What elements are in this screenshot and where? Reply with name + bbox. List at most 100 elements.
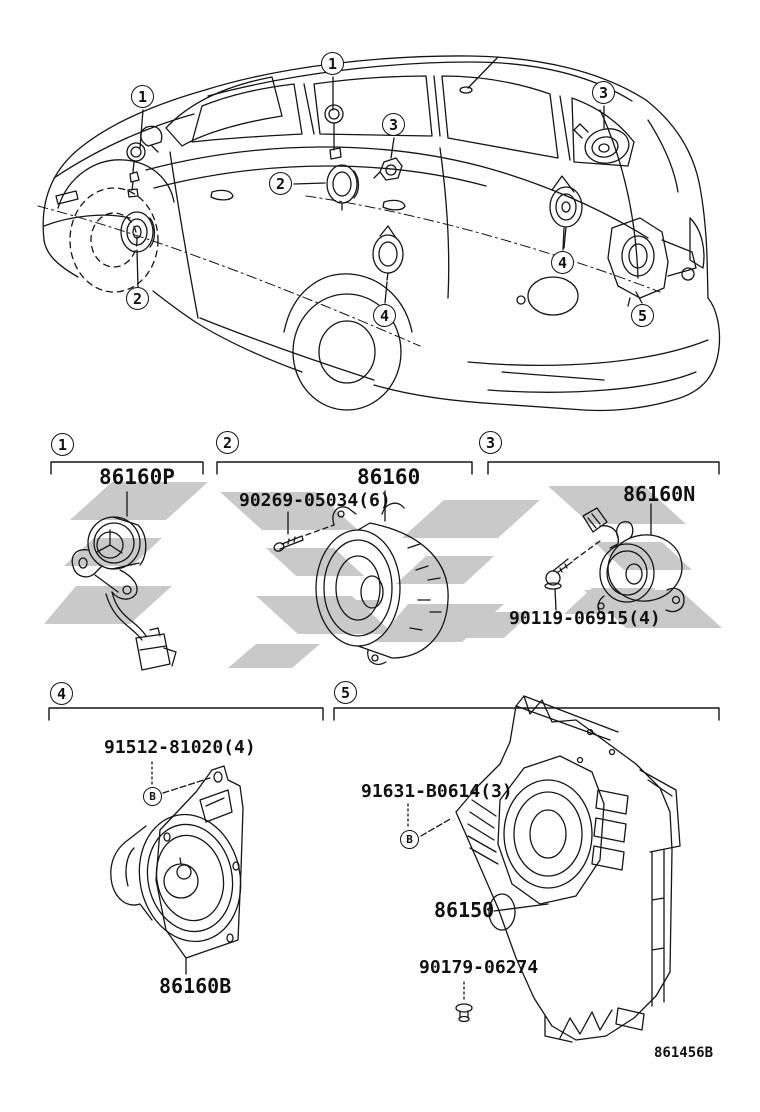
- car-front-window: [191, 83, 303, 143]
- car-license-garnish: [527, 276, 579, 316]
- car-door-handle: [210, 189, 234, 201]
- part-number-86160b: 86160B: [159, 974, 232, 998]
- rear-wheel: [283, 273, 413, 411]
- car-beltline: [153, 165, 487, 189]
- car-rear-bumper: [583, 297, 721, 412]
- car-c-pillar: [433, 75, 441, 137]
- speaker-bezel: [497, 755, 605, 905]
- assembly-dash-line: [305, 524, 335, 536]
- car-b-pillar: [303, 83, 315, 135]
- car-rear-window: [441, 75, 559, 159]
- top-strap: [515, 695, 619, 741]
- quarter-box-assembly-glyph: [607, 217, 697, 307]
- part-number-91631-b0614: 91631-B0614(3): [361, 781, 513, 802]
- part-number-86160: 86160: [357, 465, 421, 489]
- car-callout-5: 5: [631, 304, 654, 327]
- car-mid-window: [313, 75, 433, 137]
- bolt-glyph: [544, 558, 573, 590]
- part-number-86160p: 86160P: [99, 465, 175, 489]
- assembly-dash-line: [573, 540, 601, 561]
- rear-quarter-speaker-glyph: [573, 123, 630, 164]
- car-callout-4-tailgate: 4: [551, 251, 574, 274]
- phantom-line: [305, 195, 661, 293]
- car-hatch-hole: [681, 267, 695, 281]
- car-callout-1-front: 1: [131, 85, 154, 108]
- car-callout-3-pillar: 3: [382, 113, 405, 136]
- car-callout-4-door: 4: [373, 304, 396, 327]
- car-callout-2-rear: 2: [269, 172, 292, 195]
- car-bottom: [152, 290, 303, 373]
- section-3-number: 3: [479, 431, 502, 454]
- section-4-drawing: [110, 761, 244, 975]
- section-2-drawing: [273, 490, 449, 665]
- car-bottom: [43, 239, 79, 278]
- pillar-bracket-glyph: [373, 157, 403, 181]
- car-quarter-glass: [571, 97, 635, 167]
- car-door-handle: [382, 199, 406, 211]
- car-front-bumper-line: [43, 214, 131, 227]
- car-speaker-glyphs: [120, 76, 697, 307]
- section-5-drawing: [407, 695, 681, 1043]
- box-panel: [455, 695, 673, 1041]
- car-antenna-base: [459, 86, 473, 94]
- figure-code: 861456B: [654, 1045, 714, 1061]
- marker-dash-line: [162, 777, 211, 794]
- bolt-marker-b-section4: B: [143, 787, 162, 806]
- car-door-seam: [169, 151, 199, 319]
- part-number-86150: 86150: [434, 898, 495, 922]
- car-rocker-line: [199, 317, 375, 381]
- car-antenna: [467, 56, 499, 89]
- corner-ribs: [467, 799, 499, 865]
- car-door-seam: [439, 147, 450, 299]
- phantom-line: [37, 205, 421, 347]
- car-mirror: [140, 125, 163, 153]
- car-tail-lamp: [689, 217, 705, 269]
- section-5-number: 5: [334, 681, 357, 704]
- section-1-drawing: [71, 491, 177, 671]
- part-number-90179-06274: 90179-06274: [419, 957, 539, 978]
- tailgate-speaker-glyph: [549, 175, 583, 249]
- label-leader: [554, 588, 557, 611]
- car-callout-3-quarter: 3: [592, 81, 615, 104]
- front-wheel: [57, 159, 175, 293]
- part-number-91512-81020: 91512-81020(4): [104, 737, 256, 758]
- section-4-number: 4: [50, 682, 73, 705]
- car-roofline: [207, 61, 633, 102]
- bolt-marker-b-section5: B: [400, 830, 419, 849]
- label-leader: [493, 903, 549, 912]
- car-bumper-step: [501, 371, 605, 381]
- car-d-pillar: [559, 95, 571, 161]
- car-bumper-crease: [467, 339, 709, 366]
- car-hatch-glass-edge: [647, 119, 679, 193]
- car-callout-2-front: 2: [126, 287, 149, 310]
- car-bottom: [373, 384, 585, 411]
- side-bracket: [639, 769, 681, 853]
- connector-glyph: [582, 507, 619, 549]
- rear-door-speaker-glyph: [326, 164, 360, 211]
- part-number-86160n: 86160N: [623, 482, 696, 506]
- rear-door-lower-speaker-glyph: [372, 225, 404, 281]
- marker-dash-line: [420, 817, 453, 837]
- front-door-speaker-glyph: [120, 211, 156, 253]
- part-number-90269-05034: 90269-05034(6): [239, 490, 391, 511]
- rear-tweeter-glyph: [324, 104, 344, 160]
- car-beltline: [145, 146, 649, 239]
- magnet-side: [110, 825, 153, 921]
- car-bumper-crease: [487, 371, 697, 393]
- car-hatch-hole: [516, 295, 526, 305]
- section-2-number: 2: [216, 431, 239, 454]
- car-front-marker: [55, 190, 79, 205]
- clip-glyph: [455, 1003, 473, 1023]
- wire-connector: [135, 627, 177, 671]
- part-number-90119-06915: 90119-06915(4): [509, 608, 661, 629]
- car-line-art: [37, 55, 721, 412]
- section-1-number: 1: [51, 433, 74, 456]
- car-rear-top: [645, 99, 709, 299]
- section-brackets: [48, 461, 720, 721]
- front-tweeter-glyph: [126, 142, 146, 198]
- section-3-drawing: [544, 503, 685, 615]
- car-hood-front: [42, 55, 647, 241]
- bottom-feet: [544, 1007, 645, 1043]
